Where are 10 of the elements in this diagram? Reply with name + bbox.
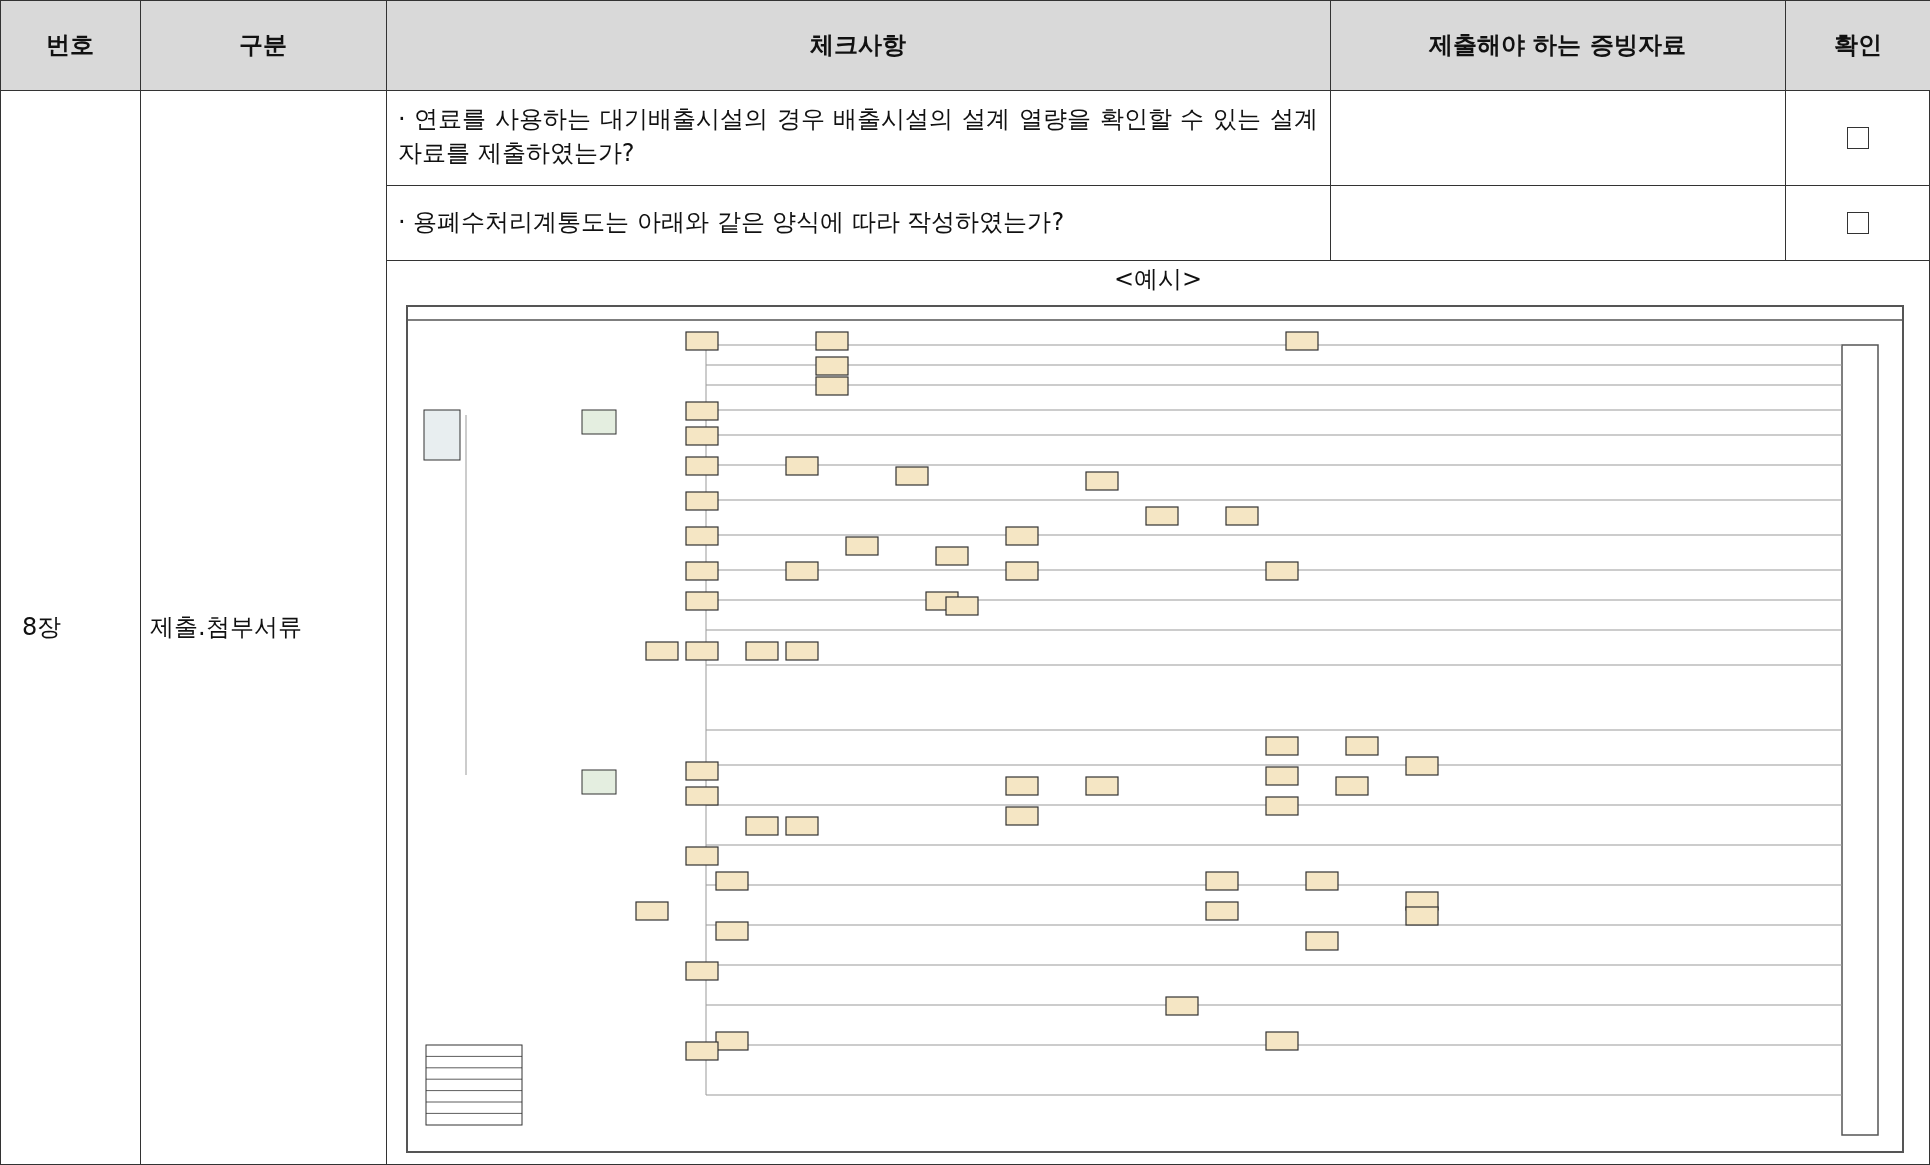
column-header: 제출해야 하는 증빙자료 xyxy=(1428,30,1687,61)
column-header: 체크사항 xyxy=(809,30,907,61)
example-heading: <예시> xyxy=(1112,264,1204,295)
checklist-item: · 용폐수처리계통도는 아래와 같은 양식에 따라 작성하였는가? xyxy=(398,207,1066,238)
column-header: 구분 xyxy=(238,30,288,61)
column-header: 확인 xyxy=(1832,30,1883,61)
column-header: 번호 xyxy=(45,30,95,61)
chapter-number: 8장 xyxy=(22,612,63,643)
category-text: 제출.첨부서류 xyxy=(150,612,303,643)
checklist-item: · 연료를 사용하는 대기배출시설의 경우 배출시설의 설계 열량을 확인할 수 있는 설계자료를 제출하였는가? xyxy=(398,104,1318,169)
